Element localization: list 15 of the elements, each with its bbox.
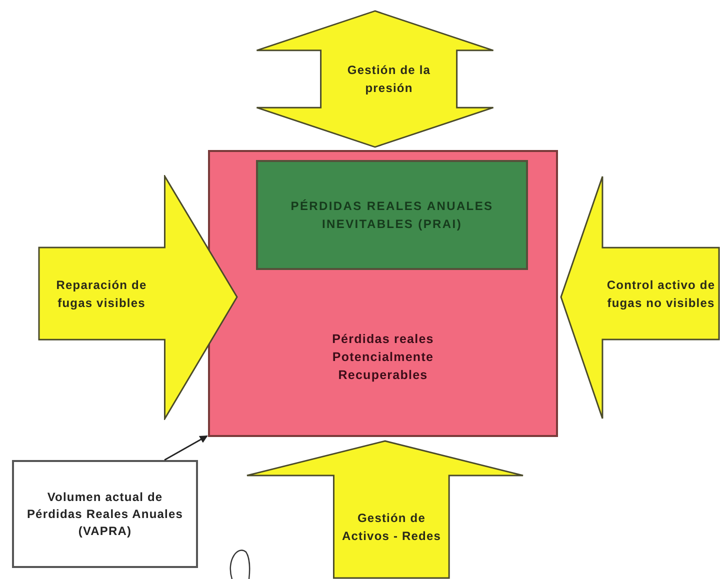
block-arrow [245, 440, 525, 579]
callout-box [12, 460, 198, 568]
block-arrow [255, 10, 495, 148]
block-arrow [38, 175, 238, 420]
leader-arrow [164, 435, 208, 461]
box-label: Volumen actual de Pérdidas Reales Anuales (VAPRA) [26, 488, 184, 540]
box-label: Gestión de la presión [346, 62, 432, 97]
box-label: Reparación de fugas visibles [55, 276, 148, 312]
box-label: Gestión de Activos - Redes [340, 510, 442, 545]
box-label: Pérdidas reales Potencialmente Recuperables [331, 331, 435, 384]
loss-box [208, 150, 558, 437]
block-arrow [560, 175, 720, 420]
box-label: PÉRDIDAS REALES ANUALES INEVITABLES (PRAI) [290, 198, 494, 233]
unavoidable-loss-box [256, 160, 528, 270]
box-label: Control activo de fugas no visibles [606, 276, 716, 312]
